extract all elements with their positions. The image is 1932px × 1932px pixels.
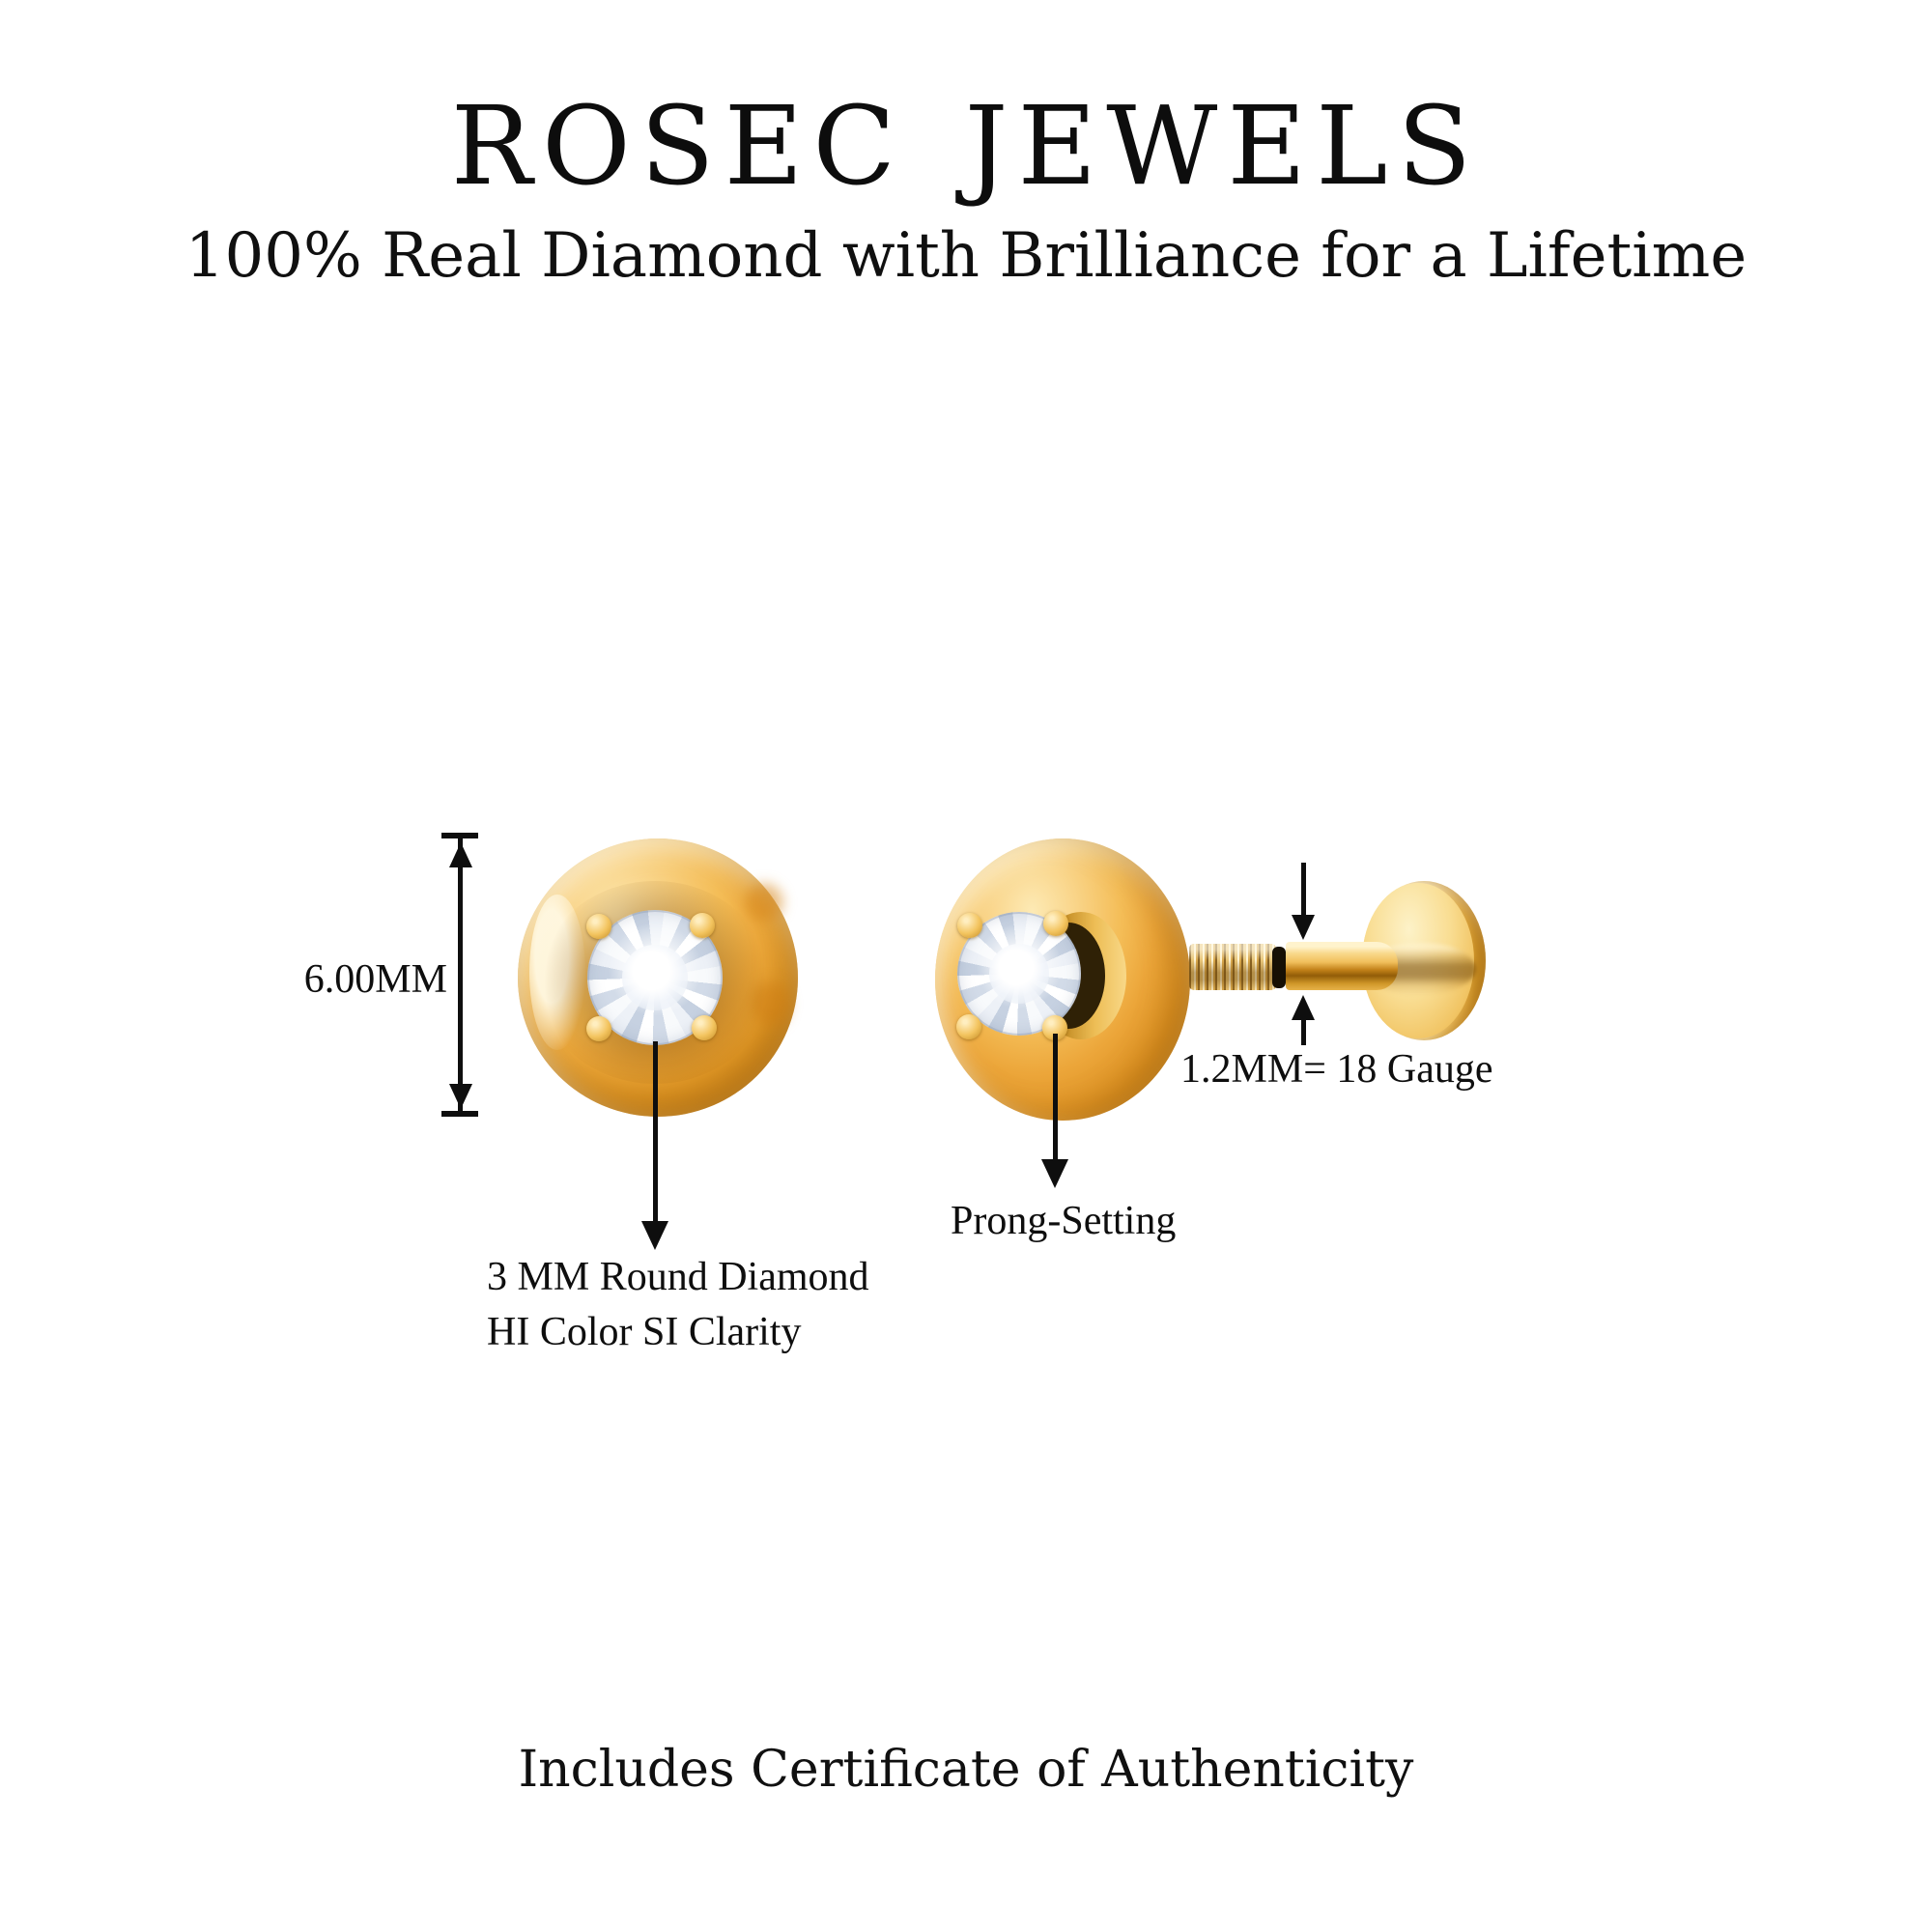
gold-reflection <box>742 881 786 923</box>
brand-tagline: 100% Real Diamond with Brilliance for a … <box>185 220 1747 292</box>
prong-icon <box>956 1014 981 1039</box>
gauge-arrow-line-top <box>1301 863 1306 917</box>
prong-setting-label: Prong-Setting <box>951 1199 1177 1243</box>
screw-post <box>1286 942 1398 990</box>
dimension-cap-bottom <box>441 1111 478 1117</box>
page-title: ROSEC JEWELS <box>450 84 1482 210</box>
arrow-up-icon <box>449 842 472 867</box>
dimension-cap-top <box>441 833 478 838</box>
stone-spec-line2: HI Color SI Clarity <box>487 1310 802 1354</box>
dimension-line <box>458 837 463 1115</box>
prong-icon <box>586 914 611 939</box>
prong-icon <box>1043 911 1068 936</box>
gold-reflection <box>752 974 790 1034</box>
prong-icon <box>692 1015 717 1040</box>
arrow-down-icon <box>449 1084 472 1109</box>
pointer-line <box>1053 1034 1058 1161</box>
arrow-up-icon <box>1292 995 1315 1020</box>
head-size-label: 6.00MM <box>303 957 447 1002</box>
certificate-note: Includes Certificate of Authenticity <box>518 1741 1414 1799</box>
arrow-down-icon <box>641 1221 668 1250</box>
arrow-down-icon <box>1041 1159 1068 1188</box>
screw-threads <box>1189 944 1276 990</box>
pointer-line <box>653 1041 658 1223</box>
prong-icon <box>586 1016 611 1041</box>
prong-icon <box>690 913 715 938</box>
gauge-arrow-line-bottom <box>1301 1018 1306 1045</box>
stone-spec-line1: 3 MM Round Diamond <box>487 1255 869 1299</box>
prong-icon <box>957 913 982 938</box>
post-gauge-label: 1.2MM= 18 Gauge <box>1180 1047 1493 1092</box>
arrow-down-icon <box>1292 915 1315 940</box>
o-ring <box>1272 947 1286 988</box>
